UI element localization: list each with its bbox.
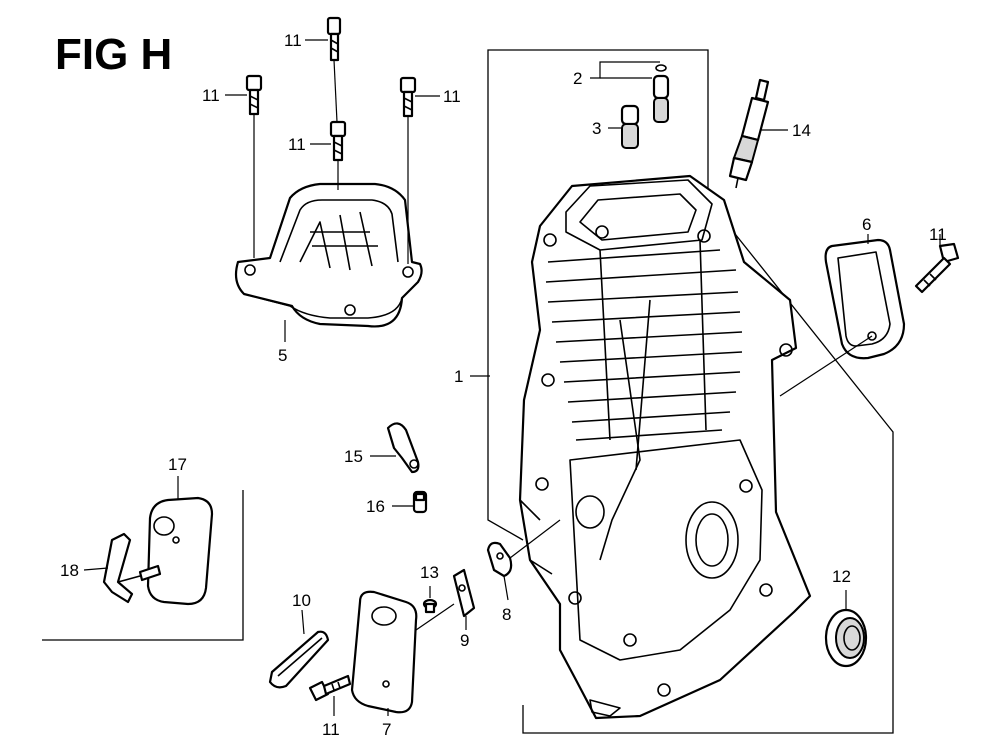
callout-11-left: 11 (202, 86, 220, 105)
callout-11-top: 11 (284, 31, 302, 50)
callout-15: 15 (344, 447, 363, 466)
valve-cover-part-5 (234, 182, 423, 328)
pin-part-10 (268, 609, 330, 689)
figure-title: FIG H (55, 30, 172, 79)
bolt-11-top (326, 16, 342, 62)
callout-1: 1 (454, 367, 463, 386)
callout-12: 12 (832, 567, 851, 586)
callout-5: 5 (278, 346, 287, 365)
callout-3: 3 (592, 119, 601, 138)
leaders-cover (225, 39, 440, 342)
bolt-part-13 (422, 586, 438, 614)
callout-14: 14 (792, 121, 811, 140)
bolt-11-left (245, 74, 263, 116)
gasket-part-8 (486, 519, 561, 601)
callout-7: 7 (382, 720, 391, 739)
bolt-11-mid (329, 120, 347, 162)
callout-labels: 11 11 11 11 5 2 3 14 1 6 11 12 15 16 17 … (60, 31, 947, 739)
callout-16: 16 (366, 497, 385, 516)
callout-11-right: 11 (443, 87, 461, 106)
callout-18: 18 (60, 561, 79, 580)
plate-part-9 (452, 568, 476, 630)
callout-2: 2 (573, 69, 582, 88)
bolt-11-bottom (308, 674, 352, 716)
rod-part-18 (83, 532, 162, 604)
oil-seal-part-12 (824, 590, 868, 668)
callout-11-mid: 11 (288, 135, 306, 154)
callout-11-bottom: 11 (322, 720, 340, 739)
leaders-valve (590, 61, 660, 129)
callout-10: 10 (292, 591, 311, 610)
valve-part-3 (620, 104, 640, 149)
assembly-boundary (42, 49, 894, 734)
bolt-11-side (914, 234, 960, 294)
valve-keeper-part-2 (652, 64, 670, 123)
callout-17: 17 (168, 455, 187, 474)
callout-11-side: 11 (929, 225, 947, 244)
callout-6: 6 (862, 215, 871, 234)
cover-plate-part-7 (350, 590, 455, 716)
bolt-11-right (399, 76, 417, 118)
spark-plug-part-14 (728, 78, 788, 189)
callout-8: 8 (502, 605, 511, 624)
clip-part-15 (370, 422, 420, 474)
crankcase-part-1 (470, 174, 812, 720)
bolt-part-16 (392, 490, 428, 514)
cover-plate-part-6 (779, 234, 906, 397)
plate-part-17 (146, 476, 214, 606)
callout-13: 13 (420, 563, 439, 582)
callout-9: 9 (460, 631, 469, 650)
